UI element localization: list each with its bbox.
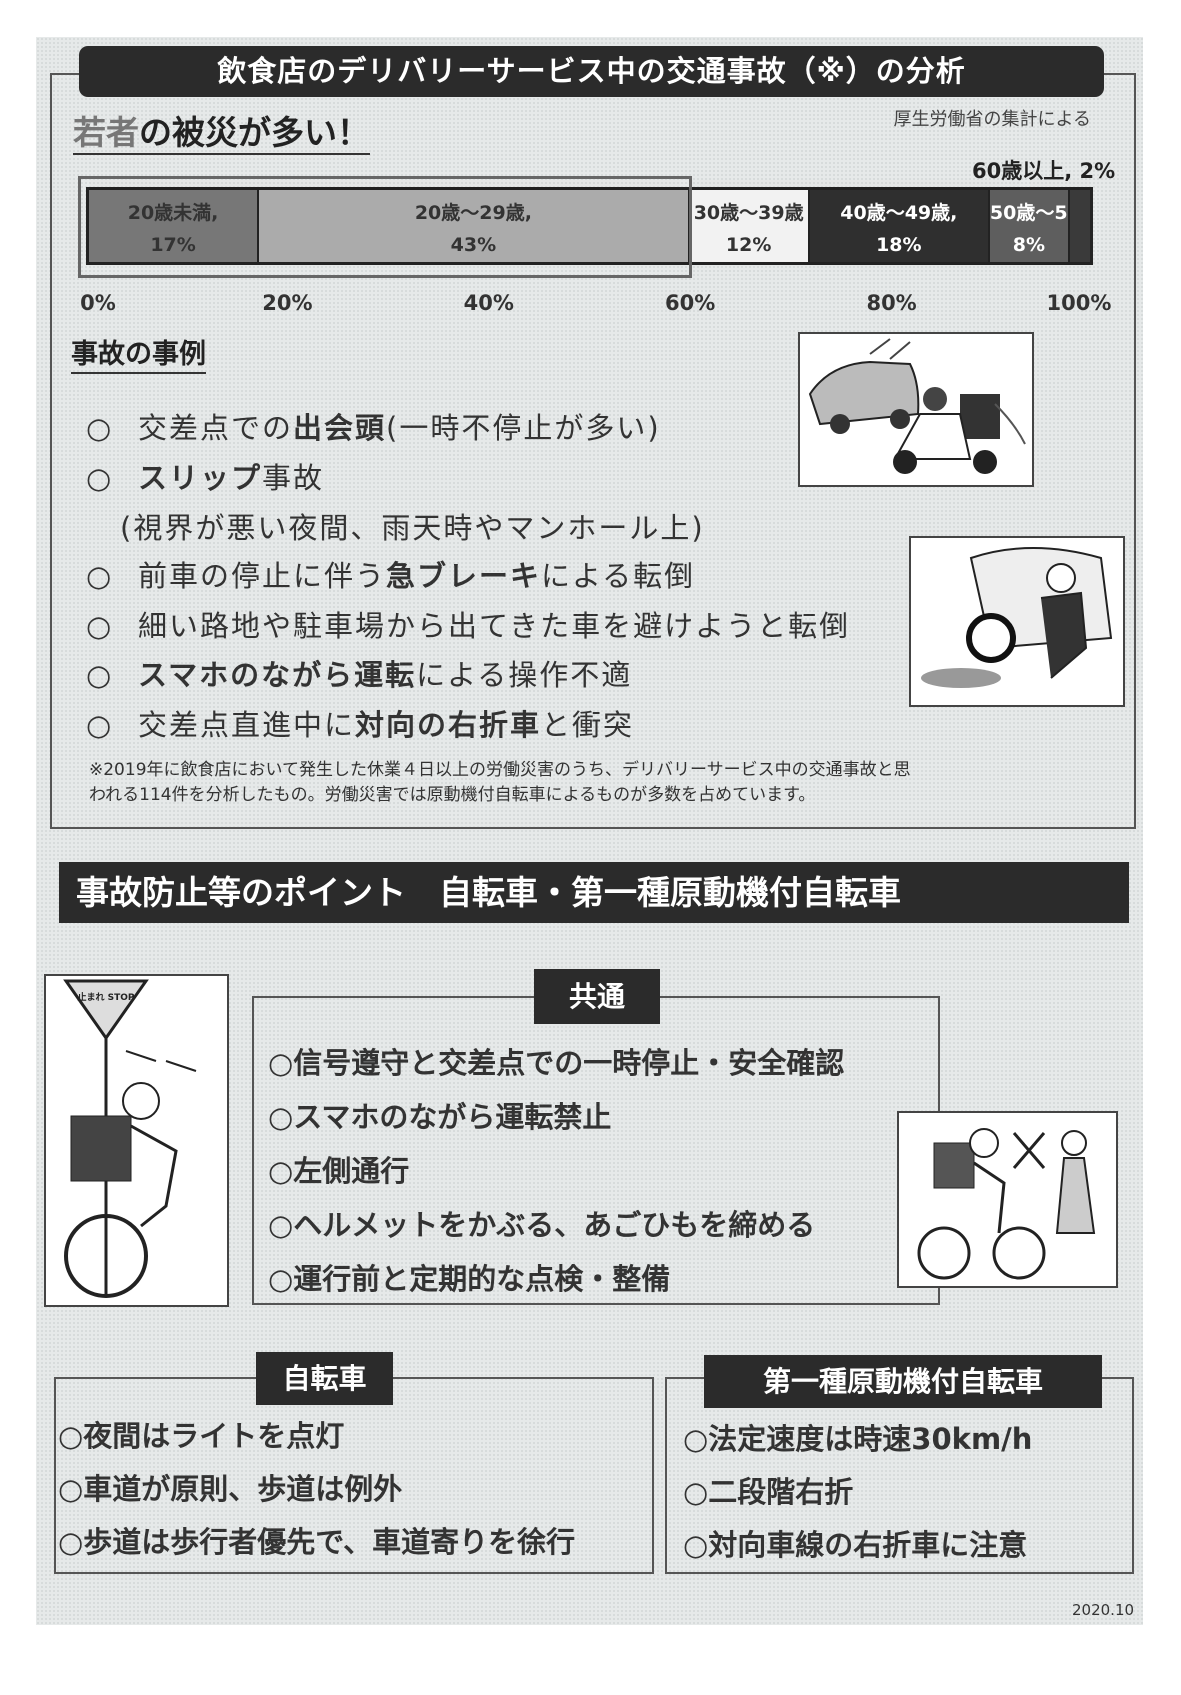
- scooter-slip-illustration: [909, 536, 1125, 707]
- outside-label-60plus: 60歳以上, 2%: [972, 159, 1116, 183]
- bicycle-label: 自転車: [256, 1352, 393, 1405]
- segment-category-label: 30歳～39歳: [693, 202, 804, 224]
- source-note: 厚生労働省の集計による: [893, 109, 1091, 130]
- prevention-title: 事故防止等のポイント 自転車・第一種原動機付自転車: [59, 862, 1129, 923]
- common-label: 共通: [534, 969, 660, 1024]
- case-text: スマホのながら運転: [138, 658, 417, 692]
- segment-value-label: 18%: [876, 234, 922, 256]
- date-stamp: 2020.10: [1072, 1601, 1135, 1619]
- age-stacked-bar: 20歳未満, 17% 20歳～29歳, 43% 30歳～39歳 12% 40歳～49歳, 18…: [86, 187, 1093, 265]
- case-text: 交差点直進中に: [138, 708, 356, 742]
- bullet-circle: ○: [86, 609, 114, 643]
- x-tick-label: 60%: [665, 291, 716, 315]
- bicycle-point-item: ○車道が原則、歩道は例外: [58, 1472, 403, 1506]
- case-item: (視界が悪い夜間、雨天時やマンホール上): [120, 505, 705, 547]
- segment-category-label: 50歳～59歳,: [989, 202, 1068, 224]
- bicycle-point-item: ○夜間はライトを点灯: [58, 1419, 345, 1453]
- case-item: ○ スマホのながら運転による操作不適: [86, 652, 632, 694]
- common-point-item: ○信号遵守と交差点での一時停止・安全確認: [268, 1046, 845, 1080]
- bar-segment: [1069, 190, 1090, 262]
- bar-segment: 20歳～29歳, 43%: [259, 190, 690, 262]
- case-item: ○ 交差点直進中に対向の右折車と衝突: [86, 702, 634, 744]
- segment-category-label: 20歳～29歳,: [414, 202, 532, 224]
- case-text: 細い路地や駐車場から出てきた車を避けようと転倒: [138, 609, 851, 643]
- segment-category-label: 20歳未満,: [127, 202, 219, 224]
- case-text: による操作不適: [416, 658, 633, 692]
- common-point-item: ○左側通行: [268, 1154, 410, 1188]
- common-point-item: ○運行前と定期的な点検・整備: [268, 1262, 671, 1296]
- bicycle-point-item: ○歩道は歩行者優先で、車道寄りを徐行: [58, 1525, 576, 1559]
- case-item: ○ 交差点での出会頭(一時不停止が多い): [86, 405, 661, 447]
- common-point-item: ○スマホのながら運転禁止: [268, 1100, 612, 1134]
- moped-point-item: ○法定速度は時速30km/h: [683, 1422, 1033, 1456]
- bar-segment: 50歳～59歳, 8%: [989, 190, 1070, 262]
- page-background: [36, 37, 1143, 1625]
- case-text: 急ブレーキ: [386, 559, 542, 593]
- bullet-circle: ○: [86, 559, 114, 593]
- case-text: 交差点での: [138, 411, 294, 445]
- x-tick-label: 80%: [866, 291, 917, 315]
- case-text: 前車の停止に伴う: [138, 559, 387, 593]
- headline: 若者の被災が多い！: [73, 113, 370, 155]
- stop-sign-text: 止まれ STOP: [77, 991, 134, 1003]
- case-item: ○ 細い路地や駐車場から出てきた車を避けようと転倒: [86, 603, 850, 645]
- segment-value-label: 12%: [725, 234, 772, 256]
- bar-segment: 30歳～39歳 12%: [689, 190, 810, 262]
- footnote-line-1: ※2019年に飲食店において発生した休業４日以上の労働災害のうち、デリバリーサー…: [89, 760, 911, 780]
- segment-value-label: 43%: [450, 234, 497, 256]
- common-point-item: ○ヘルメットをかぶる、あごひもを締める: [268, 1208, 816, 1242]
- scooter-collision-illustration: [798, 332, 1034, 487]
- headline-rest: の被災が多い！: [139, 113, 370, 152]
- case-text: 対向の右折車: [355, 708, 542, 742]
- case-text: (視界が悪い夜間、雨天時やマンホール上): [120, 511, 705, 545]
- bullet-circle: ○: [86, 461, 114, 495]
- bullet-circle: ○: [86, 708, 114, 742]
- case-text: スリップ: [138, 461, 263, 495]
- headline-accent: 若者: [73, 113, 139, 152]
- bullet-circle: ○: [86, 411, 114, 445]
- moped-point-item: ○二段階右折: [683, 1475, 854, 1509]
- case-text: (一時不停止が多い): [386, 411, 661, 445]
- x-tick-label: 20%: [262, 291, 313, 315]
- case-text: による転倒: [541, 559, 696, 593]
- no-phone-cyclist-illustration: [897, 1111, 1118, 1288]
- bar-segment: 20歳未満, 17%: [89, 190, 260, 262]
- footnote: ※2019年に飲食店において発生した休業４日以上の労働災害のうち、デリバリーサー…: [89, 758, 1099, 808]
- segment-value-label: 17%: [150, 234, 196, 256]
- segment-category-label: 40歳～49歳,: [840, 202, 958, 224]
- case-text: と衝突: [541, 708, 635, 742]
- case-text: 出会頭: [293, 411, 387, 445]
- case-item: ○ 前車の停止に伴う急ブレーキによる転倒: [86, 553, 695, 595]
- bullet-circle: ○: [86, 658, 114, 692]
- moped-point-item: ○対向車線の右折車に注意: [683, 1528, 1028, 1562]
- x-tick-label: 40%: [463, 291, 514, 315]
- moped-label: 第一種原動機付自転車: [704, 1355, 1102, 1408]
- x-tick-label: 0%: [80, 291, 116, 315]
- cases-heading: 事故の事例: [71, 338, 206, 374]
- cyclist-stop-sign-illustration: 止まれ STOP: [44, 974, 229, 1307]
- case-text: 事故: [262, 461, 325, 495]
- footnote-line-2: われる114件を分析したもの。労働災害では原動機付自転車によるものが多数を占めて…: [89, 785, 816, 805]
- bar-segment: 40歳～49歳, 18%: [809, 190, 990, 262]
- young-highlight-frame: [78, 176, 692, 278]
- segment-value-label: 8%: [1012, 234, 1046, 256]
- analysis-title: 飲食店のデリバリーサービス中の交通事故（※）の分析: [79, 46, 1104, 97]
- x-tick-label: 100%: [1046, 291, 1112, 315]
- case-item: ○ スリップ事故: [86, 455, 324, 497]
